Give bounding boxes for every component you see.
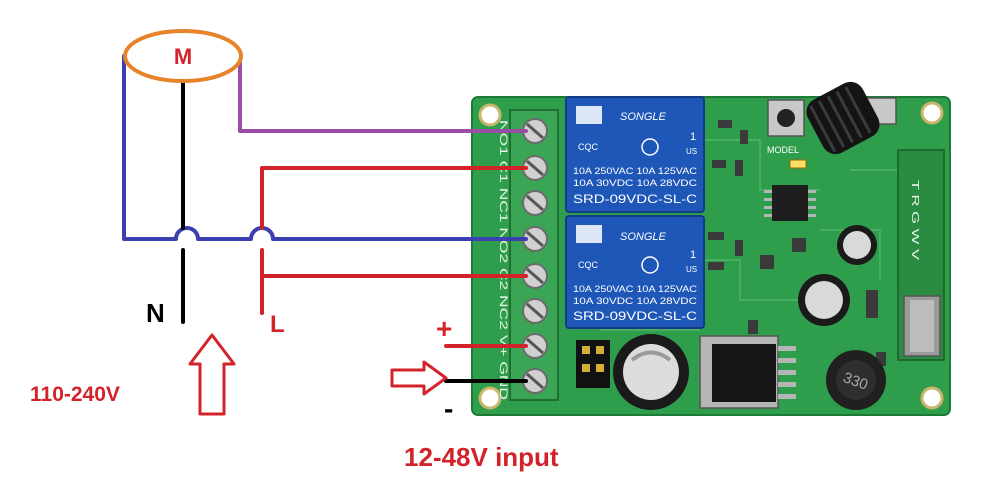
inductor: 330 [826,350,886,410]
smd-components [708,120,886,366]
mains-voltage-label: 110-240V [30,383,120,406]
relay-1-us: US [686,147,697,156]
voltage-regulator [699,335,796,409]
live-label: L [270,311,285,338]
up-arrow-icon [188,333,236,416]
wiring [122,54,528,383]
mount-hole-bottom-left [478,386,502,410]
mount-hole-top-right [920,101,944,125]
terminal-screw-1 [522,118,548,144]
relay-2-cert: CQC [578,260,599,270]
neutral-wire [122,54,528,241]
led [789,159,807,169]
relay-board: NO1 C1 NC1 NO2 C2 NC2 V+ GND SONGLE CQC … [471,81,951,416]
relay-2-rating-1: 10A 250VAC 10A 125VAC [573,284,697,295]
relay-1-brand: SONGLE [620,111,667,123]
live-wire [260,166,528,315]
motor-label: M [174,44,192,69]
capacitor-large [613,334,689,410]
plus-label: + [436,313,452,344]
jumper-header [576,340,610,388]
dc-input-label: 12-48V input [404,442,559,472]
neutral-label: N [146,298,165,328]
relay-2-model: SRD-09VDC-SL-C [573,309,697,323]
relay-1-rating-1: 10A 250VAC 10A 125VAC [573,166,697,177]
model-label: MODEL [767,145,799,155]
terminal-labels: NO1 C1 NC1 NO2 C2 NC2 V+ GND [497,120,509,400]
motor-wire [238,54,528,133]
terminal-screw-6 [522,298,548,324]
minus-label: - [444,393,453,424]
capacitor-small [837,225,877,265]
relay-2-ul: 1 [690,249,696,261]
motor: M [123,29,243,83]
pushbutton: MODEL [767,99,805,155]
relay-2-brand: SONGLE [620,231,667,243]
right-arrow-icon [390,360,448,396]
terminal-screw-5 [522,263,548,289]
relay-2-rating-2: 10A 30VDC 10A 28VDC [573,296,697,307]
motor-symbol [123,29,243,83]
relay-2-us: US [686,265,697,274]
relay-1-cert: CQC [578,142,599,152]
mount-hole-top-left [478,103,502,127]
rf-module: T R G W V [897,149,945,361]
relay-1-rating-2: 10A 30VDC 10A 28VDC [573,178,697,189]
mount-hole-bottom-right [920,386,944,410]
terminal-block: NO1 C1 NC1 NO2 C2 NC2 V+ GND [497,109,559,401]
relay-1: SONGLE CQC 1 US 10A 250VAC 10A 125VAC 10… [565,96,705,213]
relay-2: SONGLE CQC 1 US 10A 250VAC 10A 125VAC 10… [565,215,705,329]
side-labels: T R G W V [909,180,920,261]
terminal-screw-4 [522,226,548,252]
terminal-screw-3 [522,190,548,216]
antenna-coil [806,81,880,155]
capacitor-medium [798,274,850,326]
ic-chip [764,185,816,221]
relay-1-ul: 1 [690,131,696,143]
relay-1-model: SRD-09VDC-SL-C [573,192,697,206]
